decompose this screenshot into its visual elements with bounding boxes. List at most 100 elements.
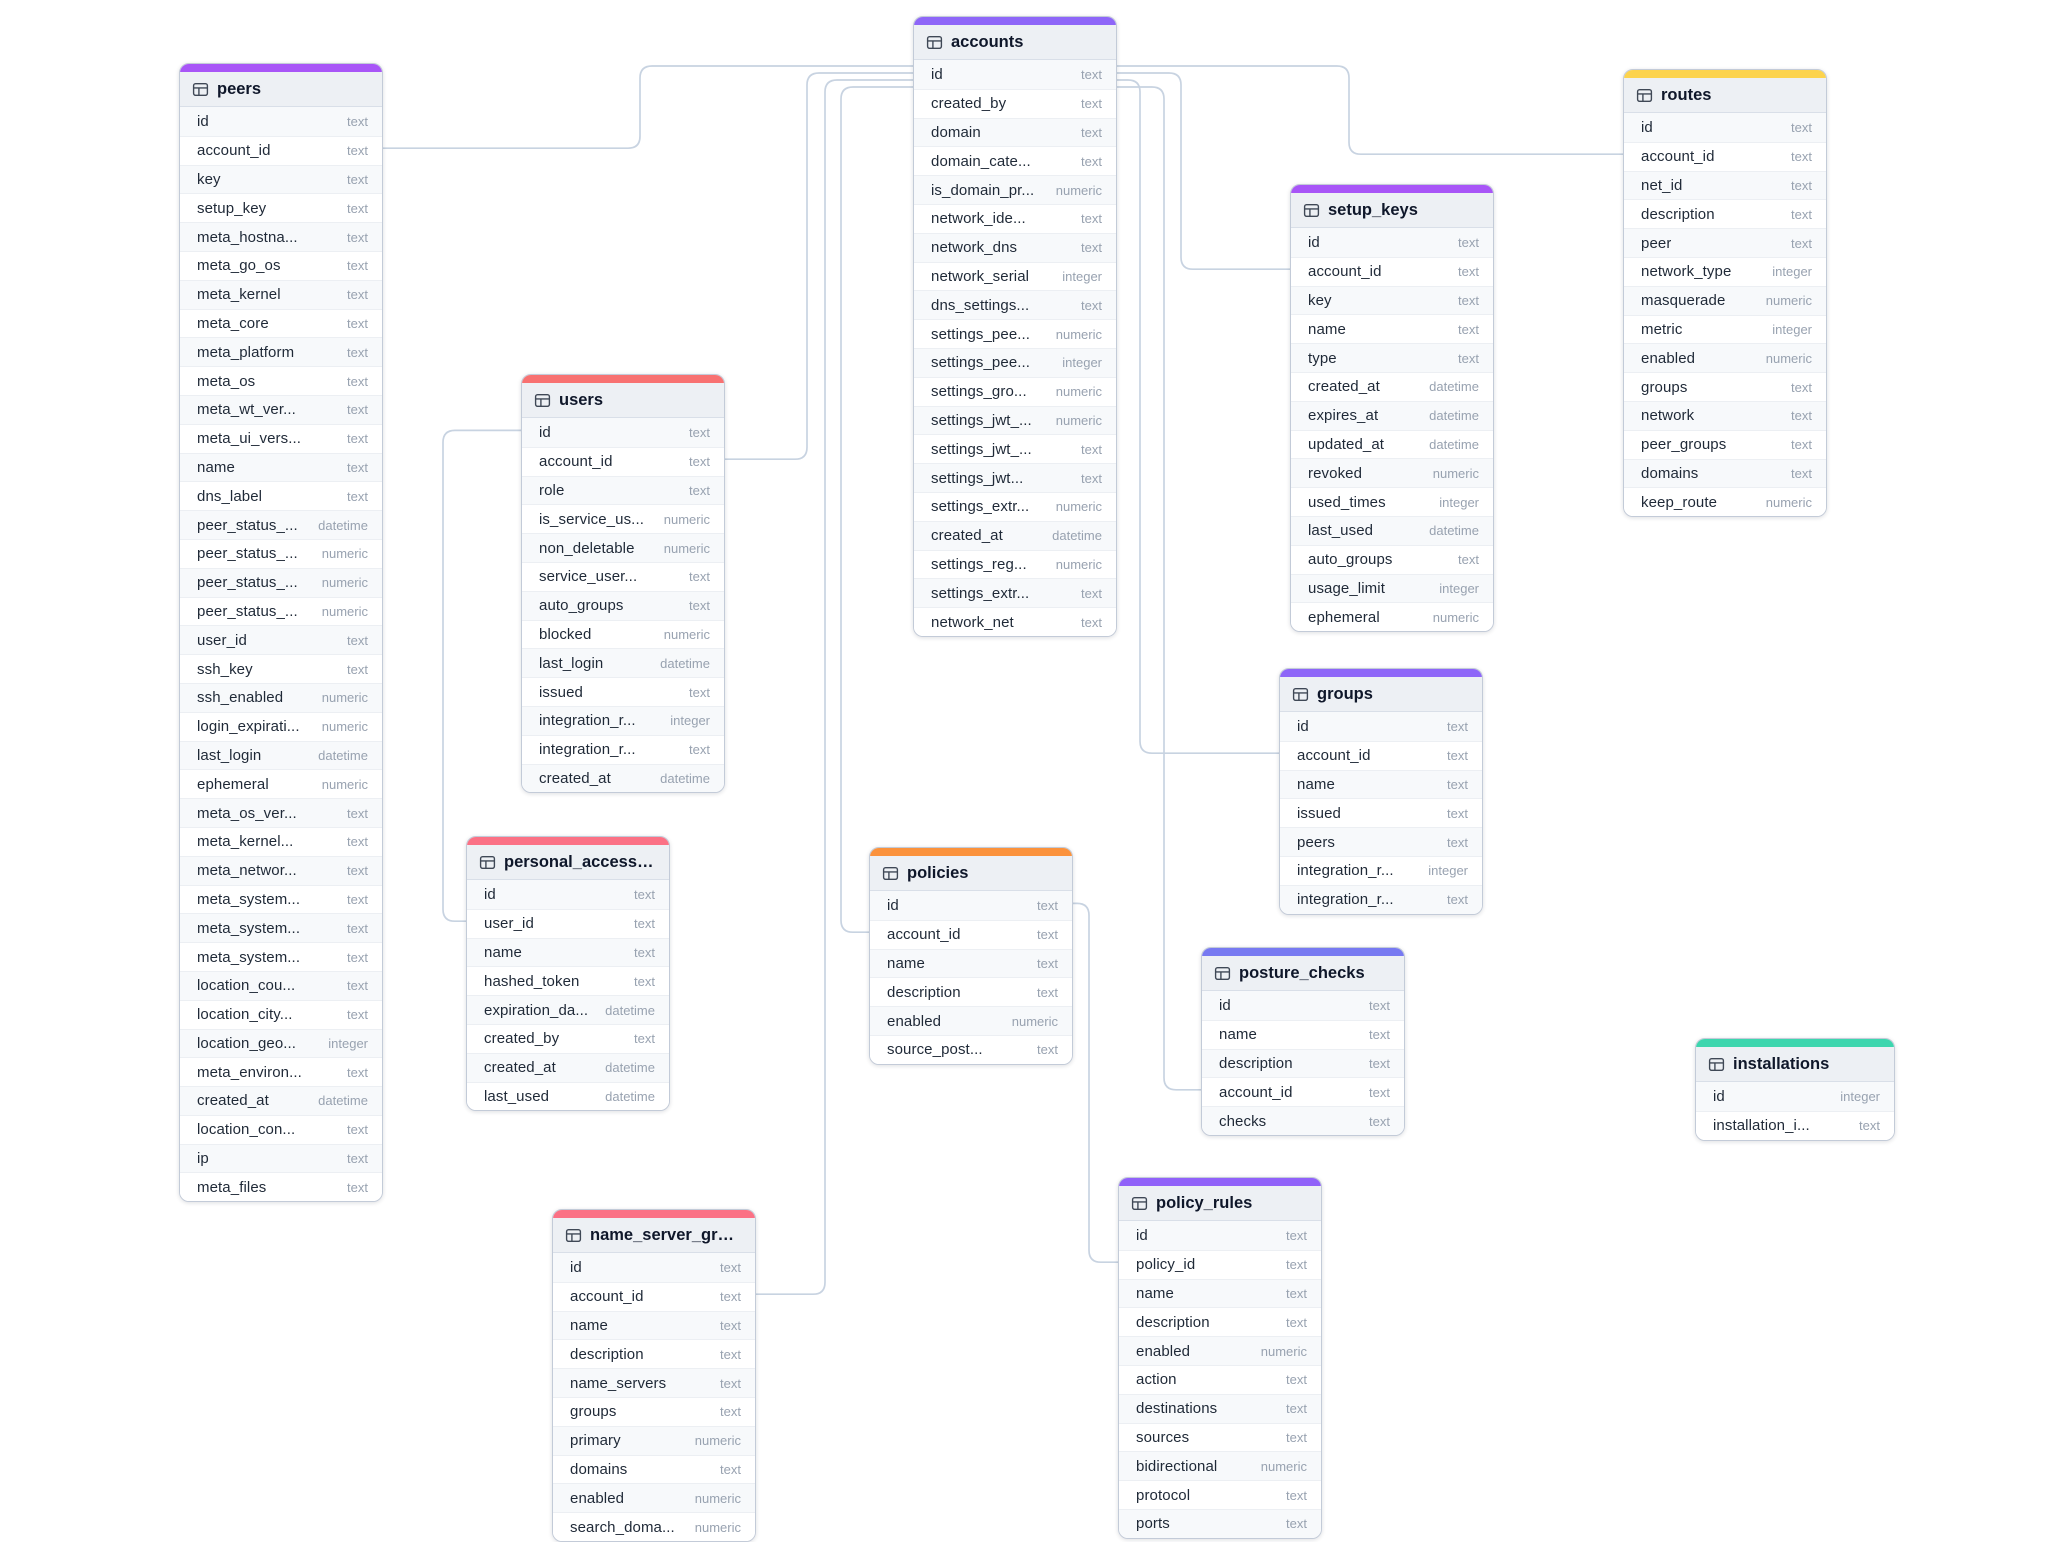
table-header[interactable]: setup_keys bbox=[1291, 193, 1493, 228]
table-peers[interactable]: peers id text account_id text key text s… bbox=[179, 63, 383, 1203]
field-type: text bbox=[1447, 892, 1468, 908]
table-header[interactable]: groups bbox=[1280, 677, 1482, 712]
field-type: text bbox=[1286, 1227, 1307, 1243]
table-row: primary numeric bbox=[553, 1425, 755, 1455]
table-row: name text bbox=[1202, 1019, 1404, 1049]
relationship-posture_checks.account_id-to-accounts.id bbox=[1115, 86, 1201, 1091]
table-row: is_service_us... numeric bbox=[522, 504, 724, 534]
table-setup_keys[interactable]: setup_keys id text account_id text key t… bbox=[1290, 184, 1494, 633]
table-title: name_server_groups bbox=[590, 1225, 743, 1244]
field-name: expires_at bbox=[1308, 407, 1379, 425]
field-type: numeric bbox=[663, 540, 710, 556]
field-type: text bbox=[1037, 1042, 1058, 1058]
table-row: setup_key text bbox=[180, 193, 382, 223]
table-header[interactable]: policy_rules bbox=[1119, 1186, 1321, 1221]
table-accent-bar bbox=[870, 848, 1072, 856]
table-row: id text bbox=[1202, 991, 1404, 1020]
field-type: text bbox=[1369, 1027, 1390, 1043]
field-type: text bbox=[1081, 441, 1102, 457]
table-row: expiration_da... datetime bbox=[467, 995, 669, 1024]
table-installations[interactable]: installations id integer installation_i.… bbox=[1695, 1038, 1895, 1141]
table-header[interactable]: posture_checks bbox=[1202, 956, 1404, 991]
table-policies[interactable]: policies id text account_id text name te… bbox=[869, 847, 1073, 1065]
table-row: last_used datetime bbox=[467, 1081, 669, 1111]
field-name: domains bbox=[1641, 464, 1699, 482]
table-policy_rules[interactable]: policy_rules id text policy_id text name… bbox=[1118, 1177, 1322, 1539]
table-header[interactable]: policies bbox=[870, 856, 1072, 891]
table-header[interactable]: name_server_groups bbox=[553, 1218, 755, 1253]
field-name: name bbox=[1308, 320, 1346, 338]
field-name: created_at bbox=[484, 1059, 556, 1077]
field-type: text bbox=[1447, 776, 1468, 792]
field-type: numeric bbox=[1432, 609, 1479, 625]
field-name: network_ide... bbox=[931, 210, 1026, 228]
table-row: settings_jwt... text bbox=[914, 463, 1116, 492]
table-row: settings_pee... numeric bbox=[914, 319, 1116, 348]
table-users[interactable]: users id text account_id text role text … bbox=[521, 374, 725, 794]
table-row: last_login datetime bbox=[522, 648, 724, 678]
table-row: meta_platform text bbox=[180, 337, 382, 367]
relationship-users.account_id-to-accounts.id bbox=[721, 72, 913, 461]
field-name: enabled bbox=[1136, 1342, 1191, 1360]
table-row: bidirectional numeric bbox=[1119, 1451, 1321, 1481]
field-name: action bbox=[1136, 1371, 1177, 1389]
table-row: dns_label text bbox=[180, 481, 382, 511]
table-header[interactable]: users bbox=[522, 383, 724, 418]
field-type: text bbox=[689, 569, 710, 585]
table-title: peers bbox=[217, 79, 262, 98]
field-type: text bbox=[720, 1259, 741, 1275]
table-accent-bar bbox=[467, 837, 669, 845]
field-name: account_id bbox=[1297, 747, 1371, 765]
field-type: text bbox=[1286, 1257, 1307, 1273]
table-row: peers text bbox=[1280, 827, 1482, 856]
field-name: meta_wt_ver... bbox=[197, 401, 296, 419]
table-accent-bar bbox=[1696, 1039, 1894, 1047]
field-type: numeric bbox=[321, 776, 368, 792]
table-groups[interactable]: groups id text account_id text name text… bbox=[1279, 668, 1483, 915]
field-type: text bbox=[1081, 96, 1102, 112]
field-type: numeric bbox=[1765, 293, 1812, 309]
field-type: numeric bbox=[1055, 412, 1102, 428]
field-name: integration_r... bbox=[1297, 891, 1394, 909]
field-type: text bbox=[347, 1007, 368, 1023]
table-row: user_id text bbox=[467, 908, 669, 938]
table-header[interactable]: routes bbox=[1624, 78, 1826, 113]
field-name: description bbox=[1136, 1313, 1210, 1331]
table-header[interactable]: personal_access_tokens bbox=[467, 845, 669, 880]
table-posture_checks[interactable]: posture_checks id text name text descrip… bbox=[1201, 947, 1405, 1136]
table-row: peer_status_... numeric bbox=[180, 538, 382, 568]
table-row: search_doma... numeric bbox=[553, 1512, 755, 1541]
field-name: key bbox=[1308, 291, 1332, 309]
field-type: text bbox=[720, 1346, 741, 1362]
field-name: destinations bbox=[1136, 1400, 1218, 1418]
table-accent-bar bbox=[1202, 948, 1404, 956]
table-header[interactable]: installations bbox=[1696, 1047, 1894, 1082]
table-accounts[interactable]: accounts id text created_by text domain … bbox=[913, 16, 1117, 637]
table-header[interactable]: accounts bbox=[914, 25, 1116, 60]
table-row: key text bbox=[180, 164, 382, 194]
table-name_server_groups[interactable]: name_server_groups id text account_id te… bbox=[552, 1209, 756, 1542]
field-name: login_expirati... bbox=[197, 718, 300, 736]
relationship-policy_rules.policy_id-to-policies.id bbox=[1072, 902, 1118, 1264]
table-personal_access_tokens[interactable]: personal_access_tokens id text user_id t… bbox=[466, 836, 670, 1112]
table-accent-bar bbox=[1280, 669, 1482, 677]
table-icon bbox=[1708, 1056, 1725, 1073]
table-row: meta_ui_vers... text bbox=[180, 423, 382, 453]
table-body: id text account_id text name text issued… bbox=[1280, 712, 1482, 914]
table-row: integration_r... integer bbox=[1280, 855, 1482, 885]
field-name: primary bbox=[570, 1432, 621, 1450]
table-row: meta_os_ver... text bbox=[180, 798, 382, 827]
field-name: is_domain_pr... bbox=[931, 181, 1035, 199]
field-type: text bbox=[634, 886, 655, 902]
field-name: location_con... bbox=[197, 1121, 296, 1139]
table-routes[interactable]: routes id text account_id text net_id te… bbox=[1623, 69, 1827, 518]
table-icon bbox=[1131, 1195, 1148, 1212]
table-row: id text bbox=[870, 891, 1072, 920]
table-accent-bar bbox=[180, 64, 382, 72]
table-header[interactable]: peers bbox=[180, 72, 382, 107]
table-body: id text account_id text name text descri… bbox=[553, 1253, 755, 1541]
field-type: numeric bbox=[694, 1490, 741, 1506]
field-name: network_type bbox=[1641, 263, 1732, 281]
field-type: datetime bbox=[1429, 379, 1479, 395]
